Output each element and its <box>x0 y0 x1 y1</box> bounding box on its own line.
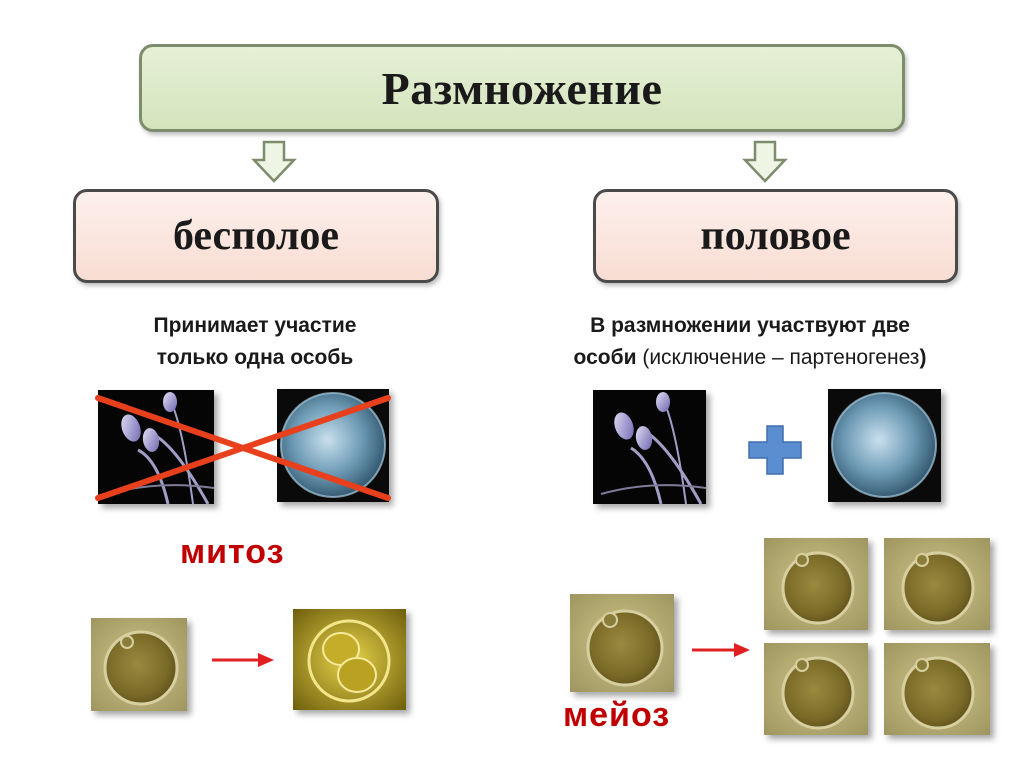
mitosis-arrow-icon <box>212 653 274 667</box>
asexual-desc-line1: Принимает участие <box>153 314 357 337</box>
egg-cell-mitosis-before <box>91 618 187 711</box>
sexual-description: В размножении участвуют две особи (исклю… <box>490 310 1010 374</box>
asexual-box: бесполое <box>73 189 439 283</box>
sexual-desc-line2-normal: (исключение – партеногенез <box>636 346 920 369</box>
meiosis-result-cell-4 <box>884 643 990 735</box>
meiosis-result-cell-2 <box>884 538 990 630</box>
asexual-description: Принимает участие только одна особь <box>80 310 430 374</box>
asexual-label: бесполое <box>172 213 340 259</box>
down-arrow-right-icon <box>742 140 788 183</box>
title-box: Размножение <box>139 44 905 132</box>
divided-cell-image <box>293 609 406 710</box>
sperm-image-left <box>98 390 214 504</box>
egg-cell-meiosis-before <box>570 594 674 692</box>
page-title: Размножение <box>381 62 663 114</box>
sexual-box: половое <box>593 189 958 283</box>
sexual-desc-line1: В размножении участвуют две <box>590 314 910 337</box>
asexual-desc-line2: только одна особь <box>156 346 354 369</box>
sperm-image-right <box>593 390 706 504</box>
plus-icon <box>748 425 802 475</box>
cross-out-icon <box>95 395 391 501</box>
meiosis-label: мейоз <box>563 696 671 734</box>
meiosis-result-cell-3 <box>764 643 868 735</box>
meiosis-result-cell-1 <box>764 538 868 630</box>
sexual-label: половое <box>700 213 851 259</box>
mitosis-label: митоз <box>180 533 285 571</box>
sexual-desc-line2-bold: особи <box>573 346 637 369</box>
sexual-desc-line2-close: ) <box>919 346 927 369</box>
down-arrow-left-icon <box>251 140 297 183</box>
meiosis-arrow-icon <box>692 643 750 657</box>
ovum-image-right <box>828 389 941 502</box>
